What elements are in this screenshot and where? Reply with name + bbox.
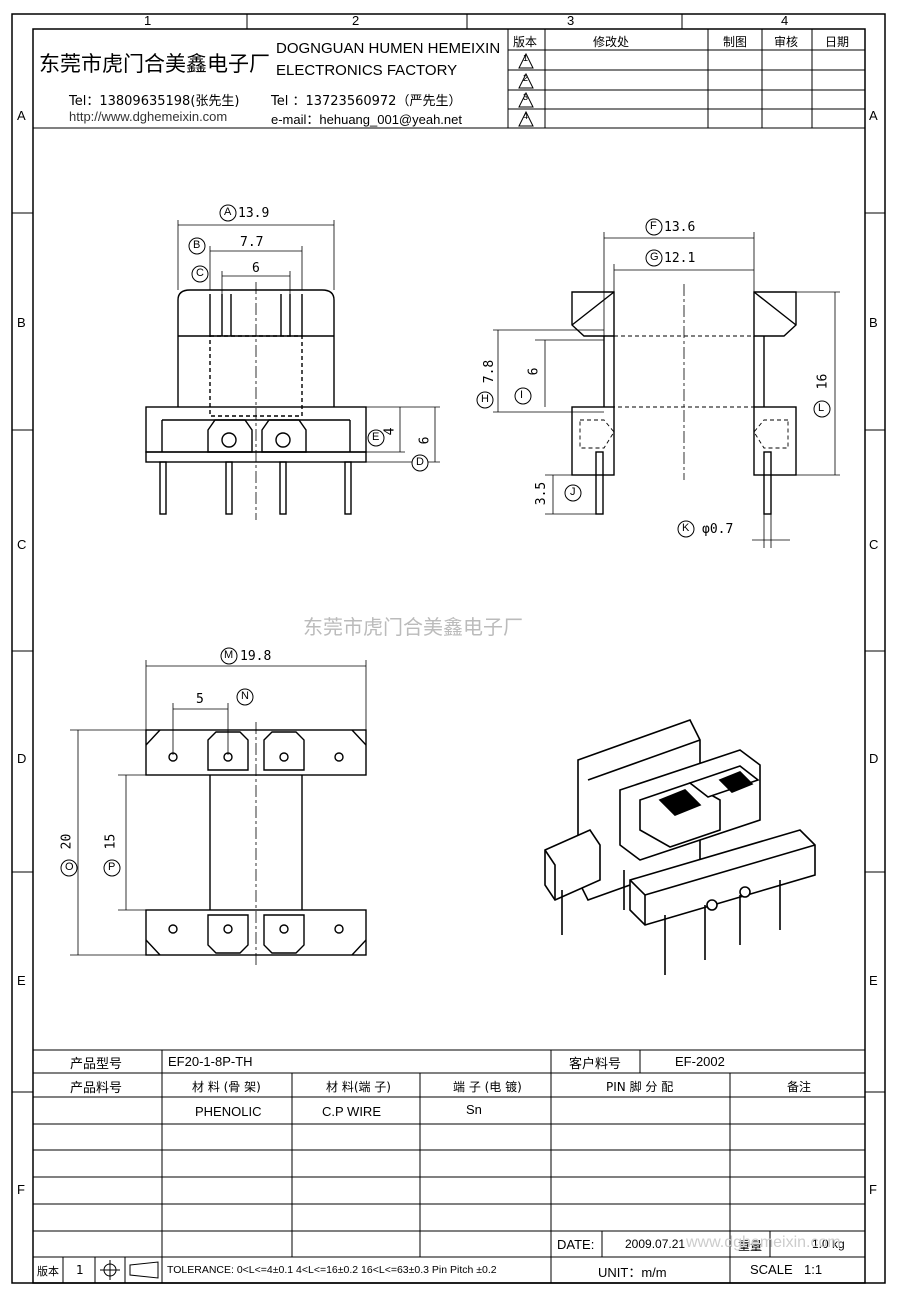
col-label-1: 1 — [144, 13, 152, 28]
dim-letter-l: L — [818, 402, 825, 414]
dim-value-j: 3.5 — [534, 481, 550, 506]
website-link[interactable]: http://www.dghemeixin.com — [69, 109, 228, 124]
scale-label: SCALE — [750, 1262, 793, 1277]
remarks-label: 备注 — [787, 1080, 812, 1094]
weight-value: 1.0 kg — [812, 1237, 845, 1251]
col-label-4: 4 — [781, 13, 789, 28]
dim-value-f: 13.6 — [664, 220, 696, 235]
row-label-c-left: C — [17, 537, 27, 552]
row-label-e-right: E — [869, 973, 878, 988]
version-label: 版本 — [37, 1265, 59, 1278]
isometric-view — [544, 719, 816, 975]
rev-header-checked: 审核 — [774, 35, 799, 49]
dim-value-i: 6 — [526, 367, 542, 376]
dim-letter-o: O — [65, 861, 74, 873]
row-label-a-left: A — [17, 108, 26, 123]
material-bobbin-label: 材 料 (骨 架) — [192, 1080, 261, 1094]
row-label-b-left: B — [17, 315, 26, 330]
dim-value-b: 7.7 — [240, 235, 264, 250]
row-label-c-right: C — [869, 537, 879, 552]
row-label-f-left: F — [17, 1182, 25, 1197]
tel-1: Tel：13809635198(张先生) — [69, 94, 240, 109]
dim-letter-a: A — [224, 206, 232, 218]
terminal-plating-value: Sn — [466, 1102, 482, 1117]
dim-letter-i: I — [520, 389, 524, 401]
watermark-text: 东莞市虎门合美鑫电子厂 — [303, 615, 523, 639]
side-view — [571, 284, 797, 515]
company-name-en-1: DOGNGUAN HUMEN HEMEIXIN — [276, 40, 501, 57]
rev-row-1: 1 — [523, 53, 529, 63]
product-model-label: 产品型号 — [70, 1057, 123, 1072]
tolerance-text: TOLERANCE: 0<L<=4±0.1 4<L<=16±0.2 16<L<=… — [167, 1264, 497, 1276]
date-value: 2009.07.21 — [625, 1237, 686, 1251]
company-name-cn: 东莞市虎门合美鑫电子厂 — [39, 52, 270, 76]
dim-letter-n: N — [241, 690, 249, 702]
customer-part-label: 客户料号 — [569, 1057, 622, 1072]
rev-row-3: 3 — [523, 92, 529, 102]
rev-header-version: 版本 — [513, 35, 538, 49]
dim-value-o: 20 — [59, 833, 75, 850]
weight-label: 重量 — [738, 1239, 763, 1253]
product-model-value: EF20-1-8P-TH — [168, 1054, 253, 1069]
unit-value: UNIT：m/m — [598, 1265, 667, 1280]
date-label: DATE: — [557, 1237, 595, 1252]
scale-value: 1:1 — [804, 1262, 823, 1277]
row-label-f-right: F — [869, 1182, 877, 1197]
dim-letter-h: H — [481, 393, 489, 405]
rev-header-change: 修改处 — [593, 35, 630, 49]
material-pin-label: 材 料(端 子) — [326, 1080, 391, 1094]
row-label-d-right: D — [869, 751, 879, 766]
dim-letter-p: P — [108, 861, 116, 873]
dim-value-e: 4 — [382, 427, 398, 436]
rev-row-4: 4 — [523, 111, 529, 121]
rev-header-date: 日期 — [825, 35, 850, 49]
pin-assign-label: PIN 脚 分 配 — [606, 1080, 674, 1094]
customer-part-value: EF-2002 — [675, 1054, 725, 1069]
dim-value-m: 19.8 — [240, 649, 272, 664]
dim-letter-e: E — [372, 431, 380, 443]
dim-value-c: 6 — [252, 261, 260, 276]
dim-value-l: 16 — [815, 373, 831, 390]
front-view — [145, 282, 367, 520]
dim-letter-m: M — [224, 649, 234, 661]
product-part-label: 产品料号 — [70, 1081, 123, 1096]
dim-letter-f: F — [650, 220, 657, 232]
col-label-2: 2 — [352, 13, 360, 28]
dim-letter-b: B — [193, 239, 201, 251]
dim-letter-g: G — [650, 251, 659, 263]
rev-header-drawn: 制图 — [723, 35, 748, 49]
dimension-callouts — [60, 204, 831, 877]
bottom-view — [145, 722, 367, 965]
dim-value-g: 12.1 — [664, 251, 696, 266]
company-name-en-2: ELECTRONICS FACTORY — [276, 62, 458, 79]
dim-value-d: 6 — [417, 436, 433, 445]
row-label-d-left: D — [17, 751, 27, 766]
tel-2: Tel ：13723560972（严先生） — [271, 94, 462, 109]
email-link[interactable]: e-mail：hehuang_001@yeah.net — [271, 112, 462, 127]
dim-value-p: 15 — [103, 833, 119, 850]
watermark-url: www.dghemeixin.com — [686, 1234, 841, 1251]
dim-value-h: 7.8 — [482, 359, 498, 384]
row-label-b-right: B — [869, 315, 878, 330]
dim-letter-c: C — [196, 267, 204, 279]
terminal-plating-label: 端 子 (电 镀) — [453, 1080, 522, 1094]
dim-value-a: 13.9 — [238, 206, 270, 221]
row-label-a-right: A — [869, 108, 878, 123]
dim-value-n: 5 — [196, 692, 204, 707]
row-label-e-left: E — [17, 973, 26, 988]
material-pin-value: C.P WIRE — [322, 1104, 381, 1119]
material-bobbin-value: PHENOLIC — [195, 1104, 262, 1119]
dim-letter-k: K — [682, 522, 690, 534]
col-label-3: 3 — [567, 13, 575, 28]
dim-value-k: φ0.7 — [702, 522, 734, 537]
dim-letter-j: J — [570, 486, 576, 498]
dim-letter-d: D — [416, 456, 424, 468]
rev-row-2: 2 — [523, 73, 529, 83]
version-value: 1 — [76, 1263, 84, 1277]
